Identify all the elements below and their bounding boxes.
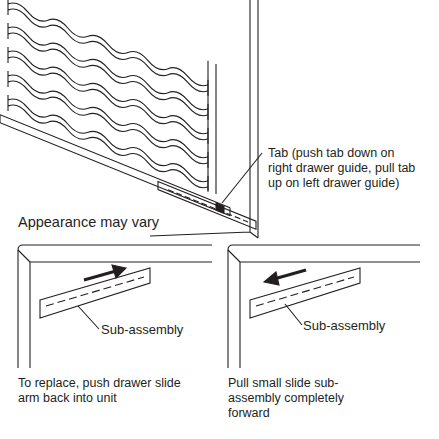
part-name: Sub-assembly xyxy=(101,322,211,337)
rack-front-edge xyxy=(208,61,216,194)
rack-shelf xyxy=(8,47,208,144)
panel-caption: Pull small slide sub-assembly completely… xyxy=(228,376,363,421)
drawer-guide xyxy=(158,182,256,230)
leader-line xyxy=(78,306,99,329)
cabinet-inner-wall xyxy=(228,250,420,368)
part-name: Sub-assembly xyxy=(303,318,413,333)
drawer-guide-slot xyxy=(168,190,248,222)
guide-tab xyxy=(216,203,224,213)
rack-shelf xyxy=(8,23,208,120)
cabinet-frame xyxy=(228,245,420,368)
direction-arrow xyxy=(274,270,306,279)
leader-line xyxy=(222,153,262,203)
rack-shelf xyxy=(8,0,208,96)
rack-shelf xyxy=(8,71,208,168)
rack-shelf xyxy=(8,95,208,192)
panel-caption: To replace, push drawer slide arm back i… xyxy=(18,376,198,406)
slide-slot xyxy=(46,277,144,306)
cabinet-wall xyxy=(150,0,258,238)
drawer-slide xyxy=(250,268,360,318)
arrow-head xyxy=(112,265,126,278)
cabinet-inner-wall xyxy=(18,250,212,368)
drawer-slide xyxy=(40,268,150,318)
cabinet-frame xyxy=(18,245,212,368)
callout-text: Tab (push tab down on right drawer guide… xyxy=(268,146,418,191)
direction-arrow xyxy=(84,271,116,280)
note-text: Appearance may vary xyxy=(18,214,218,231)
leader-line xyxy=(285,304,302,325)
arrow-head xyxy=(264,272,279,285)
